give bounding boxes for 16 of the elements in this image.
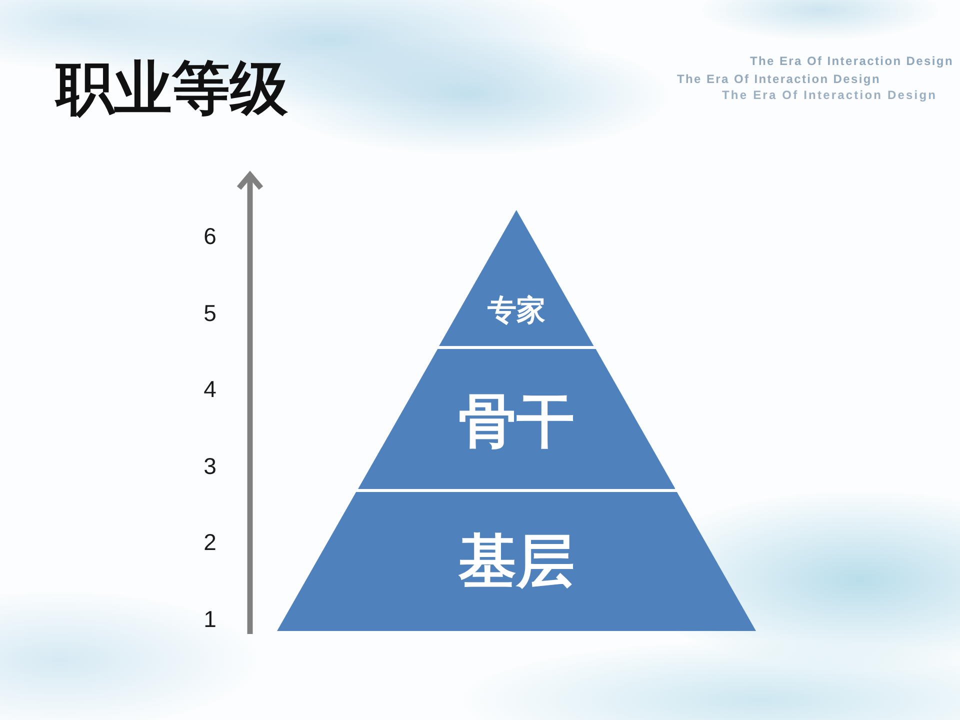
axis-number: 6 [202, 222, 218, 250]
pyramid-tier [439, 210, 594, 346]
tier-label: 基层 [458, 528, 576, 596]
tier-label: 专家 [486, 294, 546, 328]
pyramid-tier [277, 492, 756, 631]
slide-title: 职业等级 [56, 55, 288, 123]
decorative-text: The Era Of Interaction Design [750, 53, 954, 69]
axis-number: 4 [202, 375, 218, 403]
axis-number: 1 [202, 605, 218, 633]
pyramid-tier [358, 349, 676, 489]
decorative-text: The Era Of Interaction Design [677, 71, 880, 87]
axis-number: 3 [202, 452, 218, 480]
tier-label: 骨干 [457, 388, 576, 456]
axis-number: 2 [202, 528, 218, 556]
decorative-text: The Era Of Interaction Design [722, 87, 938, 103]
axis-number: 5 [202, 299, 218, 327]
